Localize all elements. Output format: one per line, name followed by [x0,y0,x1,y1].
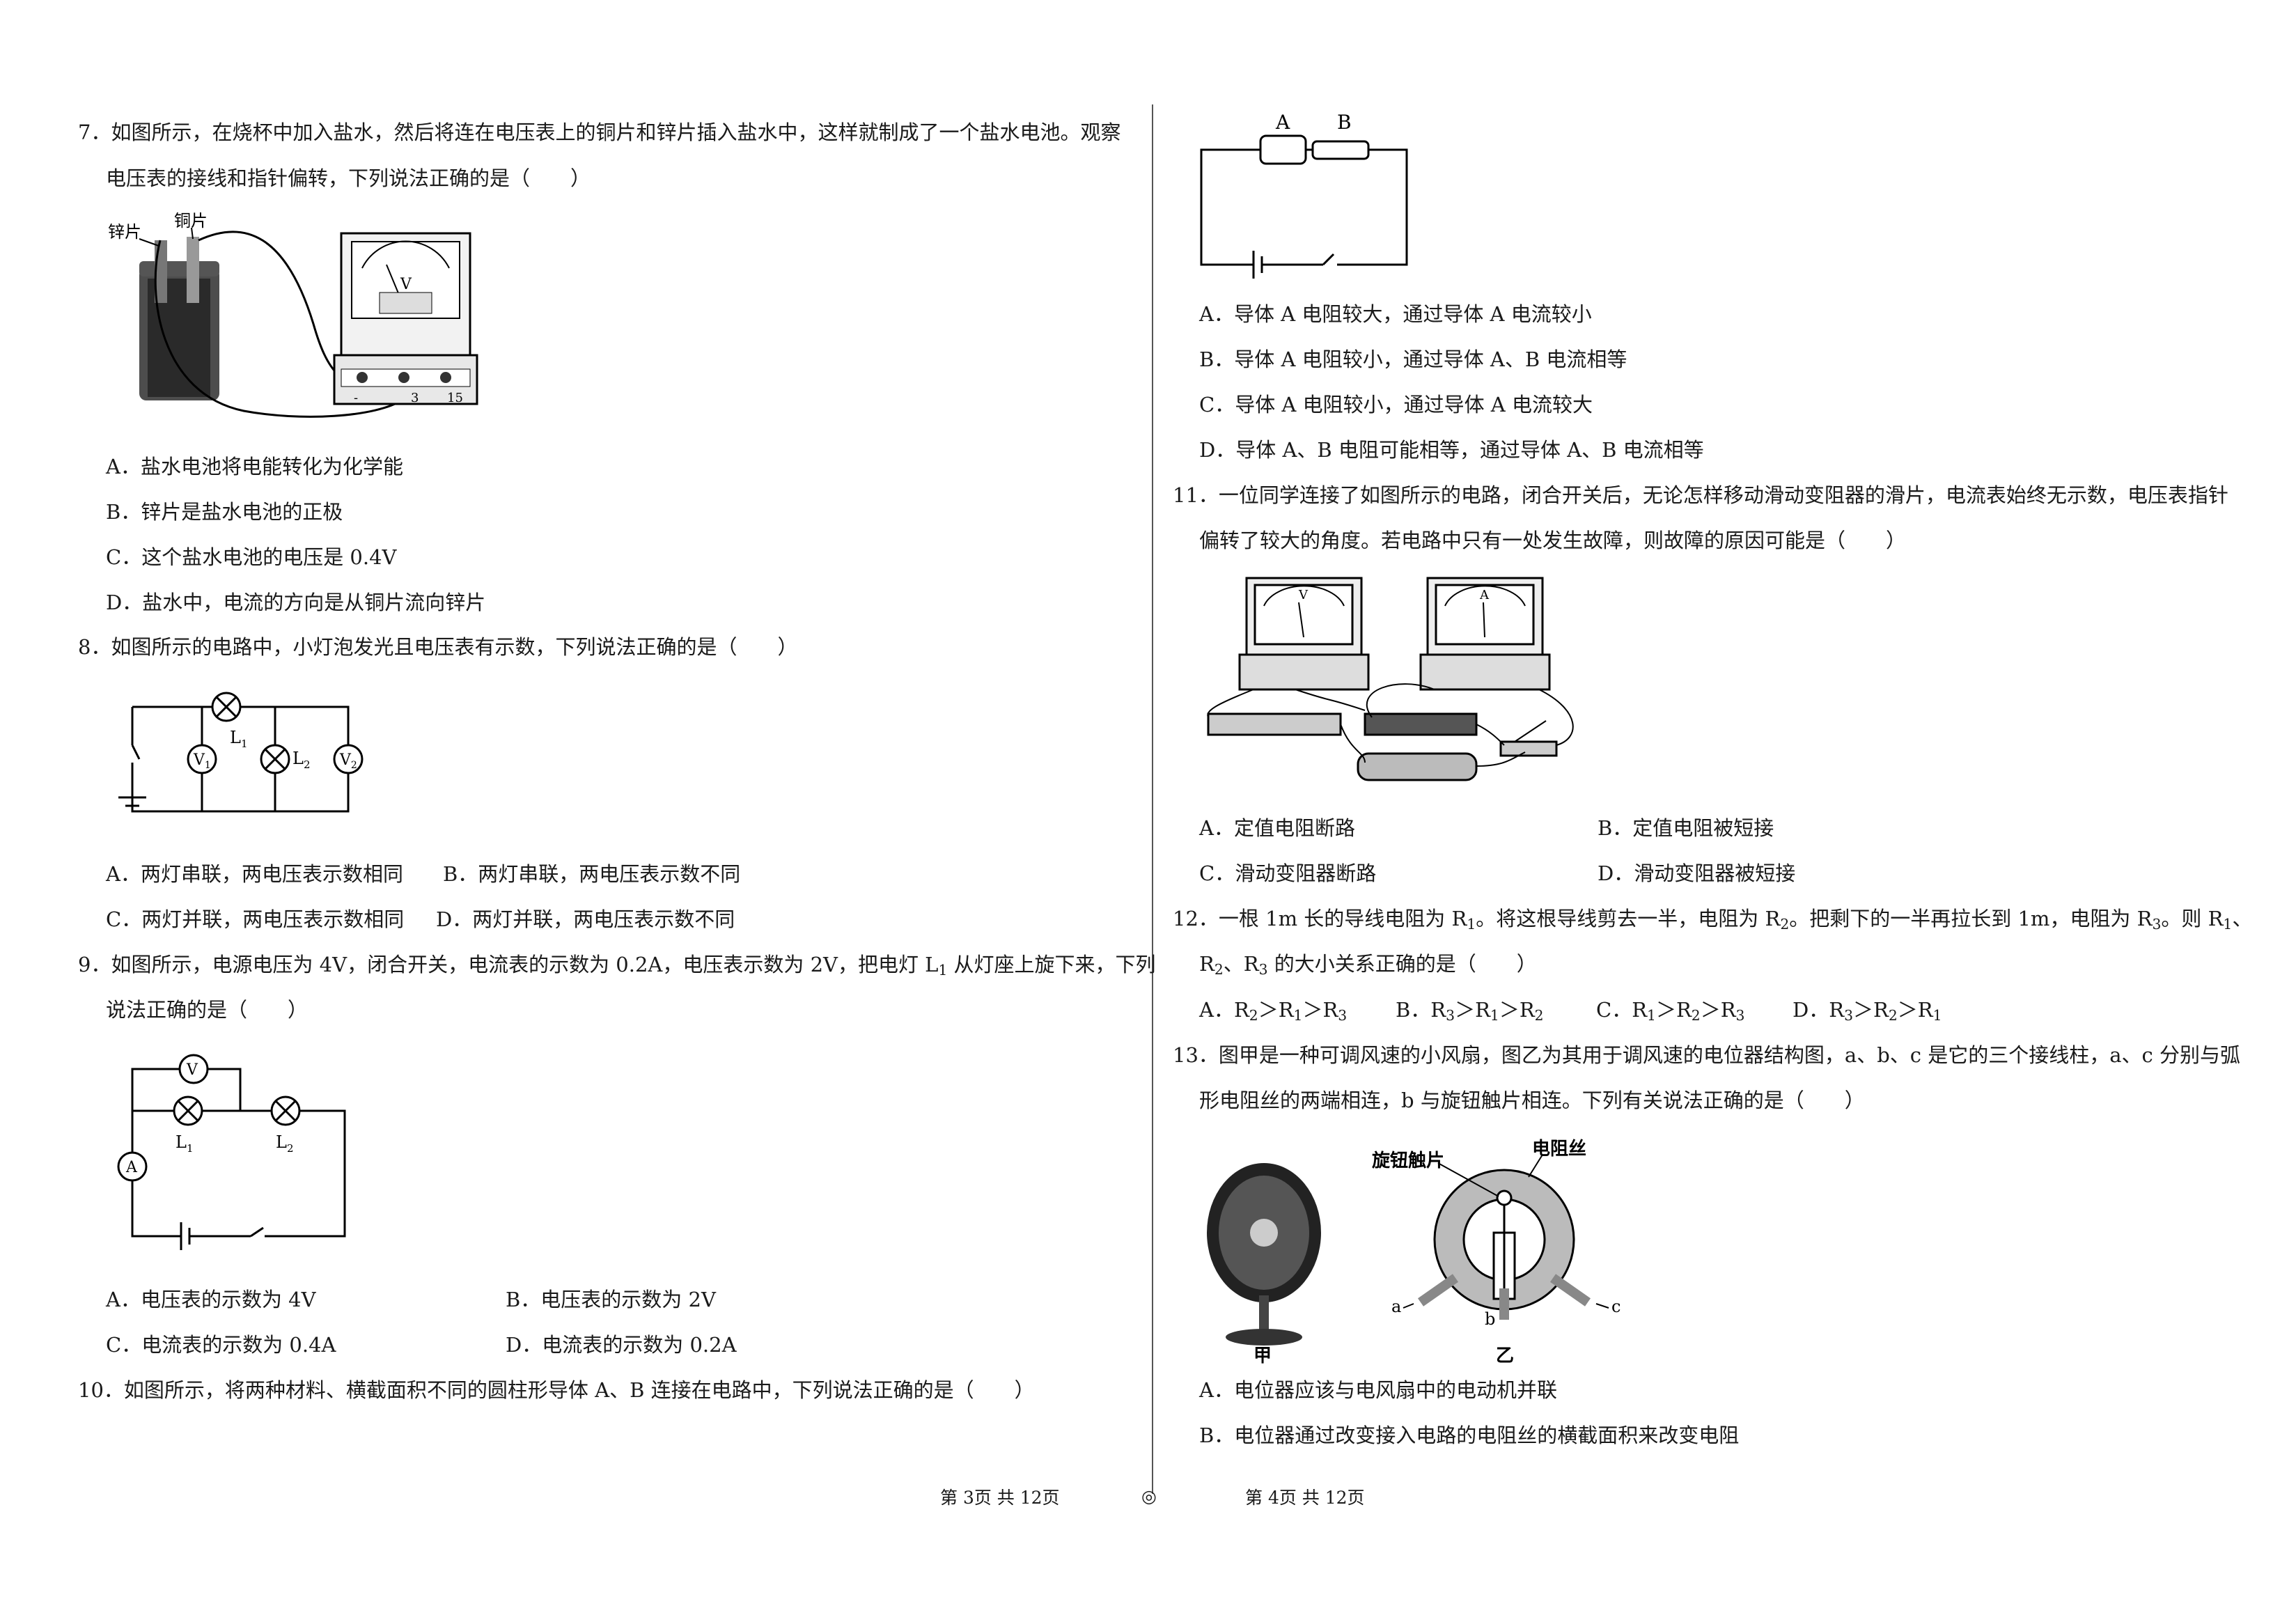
q7-stem-line2: 电压表的接线和指针偏转，下列说法正确的是（ ） [106,166,591,190]
terminal-c-label: c [1611,1297,1621,1316]
q7-option-d: D．盐水中，电流的方向是从铜片流向锌片 [106,591,486,614]
q7-option-a: A．盐水电池将电能转化为化学能 [106,455,403,478]
q13-option-b: B．电位器通过改变接入电路的电阻丝的横截面积来改变电阻 [1199,1424,1740,1447]
q8-option-b: B．两灯串联，两电压表示数不同 [443,862,741,886]
l1-label: L1 [175,1132,193,1155]
column-divider [1152,104,1153,1494]
q11-option-d: D．滑动变阻器被短接 [1598,861,1796,885]
q12-option-d: D．R3＞R2＞R1 [1793,998,1942,1024]
fan-image [1207,1163,1321,1346]
q12-option-a: A．R2＞R1＞R3 [1199,998,1348,1024]
voltmeter-label: V [186,1061,198,1079]
conductor-a-label: A [1275,111,1290,134]
v2-label: V2 [339,751,357,771]
q11-physical-circuit-figure: V A [1207,577,1574,781]
q12-stem-line2: R2、R3 的大小关系正确的是（ ） [1199,952,1537,978]
potentiometer-diagram [1403,1169,1609,1320]
q11-option-b: B．定值电阻被短接 [1598,816,1774,840]
q10-option-a: A．导体 A 电阻较大，通过导体 A 电流较小 [1199,302,1592,326]
q11-option-a: A．定值电阻断路 [1199,816,1355,840]
l1-label: L1 [230,728,247,750]
voltmeter-symbol: V [400,276,412,293]
q10-conductor-figure: A B [1200,111,1408,279]
q9-stem-line2: 说法正确的是（ ） [106,998,309,1022]
q10-option-c: C．导体 A 电阻较小，通过导体 A 电流较大 [1199,393,1593,416]
q13-stem-line1: 13．图甲是一种可调风速的小风扇，图乙为其用于调风速的电位器结构图，a、b、c … [1173,1043,2240,1067]
ammeter-label: A [1479,588,1490,602]
q8-option-d: D．两灯并联，两电压表示数不同 [436,907,735,931]
q7-option-c: C．这个盐水电池的电压是 0.4V [106,545,397,569]
page-number-left: 第 3页 共 12页 [940,1488,1060,1508]
jia-label: 甲 [1254,1346,1272,1365]
q8-stem: 8．如图所示的电路中，小灯泡发光且电压表有示数，下列说法正确的是（ ） [78,635,798,659]
q11-stem-line2: 偏转了较大的角度。若电路中只有一处发生故障，则故障的原因可能是（ ） [1199,529,1907,552]
q9-option-b: B．电压表的示数为 2V [506,1288,716,1311]
resistance-wire-label: 电阻丝 [1532,1139,1586,1160]
q12-option-c: C．R1＞R2＞R3 [1596,998,1745,1024]
l2-label: L2 [276,1132,293,1155]
ammeter-label: A [125,1159,138,1176]
q10-option-d: D．导体 A、B 电阻可能相等，通过导体 A、B 电流相等 [1199,438,1704,462]
voltmeter-label: V [1298,588,1309,602]
q8-option-c: C．两灯并联，两电压表示数相同 [106,907,405,931]
terminal-3: 3 [411,391,419,405]
terminal-b-label: b [1485,1309,1495,1329]
q8-option-a: A．两灯串联，两电压表示数相同 [106,862,403,886]
terminal-a-label: a [1391,1297,1401,1316]
terminal-15: 15 [447,391,463,405]
knob-contact-label: 旋钮触片 [1372,1151,1444,1171]
q9-option-a: A．电压表的示数为 4V [106,1288,316,1311]
q12-stem-line1: 12．一根 1m 长的导线电阻为 R1。将这根导线剪去一半，电阻为 R2。把剩下… [1173,907,2253,933]
q7-stem-line1: 7．如图所示，在烧杯中加入盐水，然后将连在电压表上的铜片和锌片插入盐水中，这样就… [78,120,1121,144]
q13-fan-potentiometer-figure: 甲 旋钮触片 电阻丝 a b c 乙 [1207,1139,1621,1365]
q9-option-d: D．电流表的示数为 0.2A [506,1333,737,1357]
binding-mark: ◎ [1141,1486,1157,1506]
q8-circuit-figure: V1 V2 L1 L2 [118,692,364,813]
yi-label: 乙 [1496,1346,1514,1365]
q10-option-b: B．导体 A 电阻较小，通过导体 A、B 电流相等 [1199,348,1627,371]
q13-option-a: A．电位器应该与电风扇中的电动机并联 [1199,1378,1557,1402]
zinc-label: 锌片 [108,222,141,242]
l2-label: L2 [292,749,310,771]
conductor-b-label: B [1337,111,1352,134]
q9-option-c: C．电流表的示数为 0.4A [106,1333,336,1357]
page-number-right: 第 4页 共 12页 [1245,1488,1365,1508]
q11-stem-line1: 11．一位同学连接了如图所示的电路，闭合开关后，无论怎样移动滑动变阻器的滑片，电… [1173,483,2228,507]
terminal-minus: - [354,391,358,405]
q7-saltwater-battery-figure: 锌片 铜片 V - 3 15 [108,212,478,418]
q7-option-b: B．锌片是盐水电池的正极 [106,500,343,524]
q10-stem: 10．如图所示，将两种材料、横截面积不同的圆柱形导体 A、B 连接在电路中，下列… [78,1378,1035,1402]
q13-stem-line2: 形电阻丝的两端相连，b 与旋钮触片相连。下列有关说法正确的是（ ） [1199,1089,1865,1112]
q11-option-c: C．滑动变阻器断路 [1199,861,1377,885]
copper-label: 铜片 [174,212,208,231]
q9-circuit-figure: V A L1 L2 [117,1054,346,1250]
q9-stem-line1: 9．如图所示，电源电压为 4V，闭合开关，电流表的示数为 0.2A，电压表示数为… [78,953,1156,979]
q12-option-b: B．R3＞R1＞R2 [1396,998,1544,1024]
v1-label: V1 [193,751,211,771]
